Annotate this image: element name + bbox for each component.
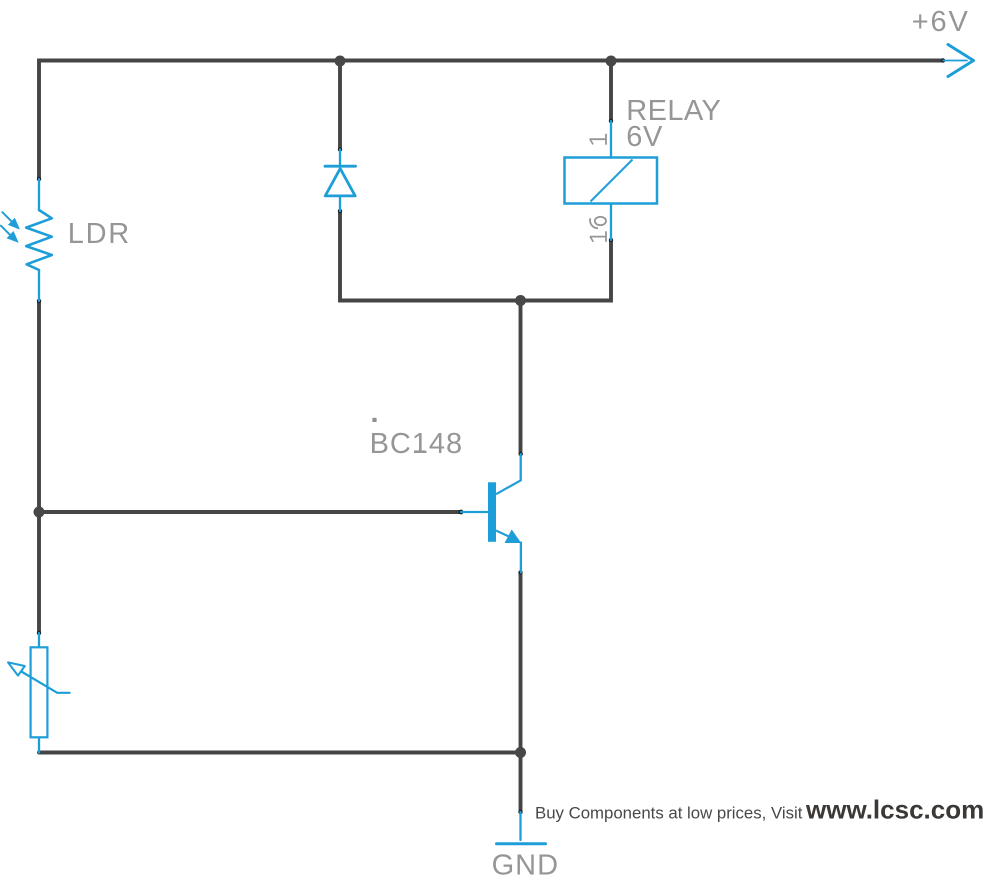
svg-text:RELAY: RELAY: [626, 95, 721, 127]
svg-text:6V: 6V: [626, 121, 663, 153]
svg-text:GND: GND: [492, 849, 558, 881]
svg-text:Buy Components at low prices,: Buy Components at low prices, Visit: [535, 803, 803, 822]
svg-text:+6V: +6V: [912, 6, 969, 38]
svg-text:www.lcsc.com: www.lcsc.com: [805, 795, 984, 825]
svg-text:LDR: LDR: [68, 218, 130, 250]
svg-text:BC148: BC148: [370, 428, 463, 460]
